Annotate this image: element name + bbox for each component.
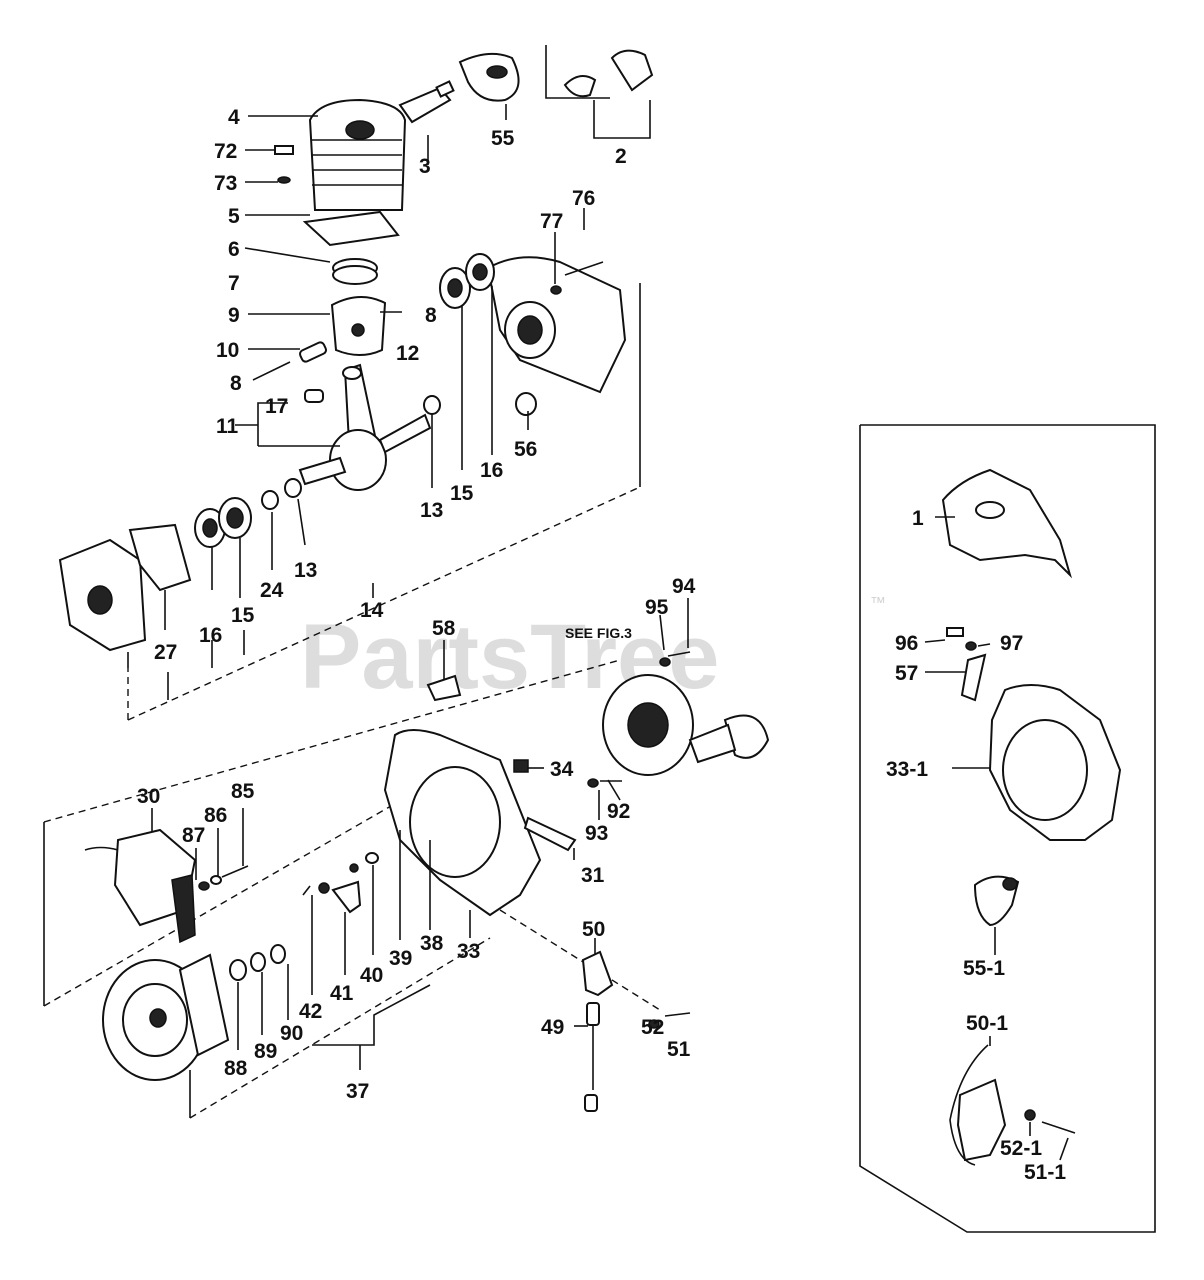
label-13a: 13 bbox=[420, 499, 443, 522]
label-51-1: 51-1 bbox=[1024, 1161, 1066, 1184]
label-40: 40 bbox=[360, 964, 383, 987]
label-8a: 8 bbox=[425, 304, 437, 327]
starter-assembly bbox=[383, 651, 770, 917]
label-3: 3 bbox=[419, 155, 431, 178]
watermark-trademark: ™ bbox=[870, 595, 886, 612]
label-31: 31 bbox=[581, 864, 605, 887]
label-90: 90 bbox=[280, 1022, 303, 1045]
label-87: 87 bbox=[182, 824, 205, 847]
ignition-assembly bbox=[84, 828, 691, 1112]
label-17: 17 bbox=[265, 395, 288, 418]
label-16b: 16 bbox=[199, 624, 222, 647]
label-50-1: 50-1 bbox=[966, 1012, 1008, 1035]
label-94: 94 bbox=[672, 575, 696, 598]
label-51: 51 bbox=[667, 1038, 691, 1061]
label-15a: 15 bbox=[450, 482, 474, 505]
label-55-1: 55-1 bbox=[963, 957, 1005, 980]
label-33-1: 33-1 bbox=[886, 758, 928, 781]
label-93: 93 bbox=[585, 822, 608, 845]
label-16a: 16 bbox=[480, 459, 503, 482]
label-76: 76 bbox=[572, 187, 595, 210]
crankshaft-assembly bbox=[58, 253, 627, 652]
label-86: 86 bbox=[204, 804, 227, 827]
label-2: 2 bbox=[615, 145, 627, 168]
label-56: 56 bbox=[514, 438, 537, 461]
label-85: 85 bbox=[231, 780, 255, 803]
label-33: 33 bbox=[457, 940, 480, 963]
part-labels: 4 72 73 5 6 7 9 8 10 8 12 17 11 3 55 2 7… bbox=[137, 106, 1066, 1184]
label-4: 4 bbox=[228, 106, 240, 129]
label-8b: 8 bbox=[230, 372, 242, 395]
label-72: 72 bbox=[214, 140, 237, 163]
label-42: 42 bbox=[299, 1000, 322, 1023]
label-41: 41 bbox=[330, 982, 354, 1005]
group-frame-lines bbox=[43, 45, 1156, 1233]
label-12: 12 bbox=[396, 342, 419, 365]
label-13b: 13 bbox=[294, 559, 317, 582]
inset-parts bbox=[941, 468, 1122, 1166]
label-52: 52 bbox=[641, 1016, 664, 1039]
label-5: 5 bbox=[228, 205, 240, 228]
leader-lines bbox=[151, 104, 1069, 1161]
label-49: 49 bbox=[541, 1016, 564, 1039]
label-92: 92 bbox=[607, 800, 630, 823]
label-11: 11 bbox=[216, 415, 239, 438]
label-10: 10 bbox=[216, 339, 239, 362]
label-89: 89 bbox=[254, 1040, 277, 1063]
label-50: 50 bbox=[582, 918, 605, 941]
label-37: 37 bbox=[346, 1080, 369, 1103]
see-fig-note: SEE FIG.3 bbox=[565, 625, 632, 641]
label-9: 9 bbox=[228, 304, 240, 327]
label-34: 34 bbox=[550, 758, 574, 781]
label-77: 77 bbox=[540, 210, 563, 233]
label-15b: 15 bbox=[231, 604, 255, 627]
label-7: 7 bbox=[228, 272, 240, 295]
label-30: 30 bbox=[137, 785, 160, 808]
label-24: 24 bbox=[260, 579, 284, 602]
label-55: 55 bbox=[491, 127, 515, 150]
label-57: 57 bbox=[895, 662, 918, 685]
label-6: 6 bbox=[228, 238, 240, 261]
label-39: 39 bbox=[389, 947, 412, 970]
label-95: 95 bbox=[645, 596, 669, 619]
label-52-1: 52-1 bbox=[1000, 1137, 1042, 1160]
label-73: 73 bbox=[214, 172, 237, 195]
label-58: 58 bbox=[432, 617, 456, 640]
cylinder-assembly bbox=[274, 49, 654, 363]
label-88: 88 bbox=[224, 1057, 248, 1080]
label-14: 14 bbox=[360, 599, 384, 622]
label-27: 27 bbox=[154, 641, 177, 664]
label-38: 38 bbox=[420, 932, 444, 955]
label-96: 96 bbox=[895, 632, 918, 655]
label-97: 97 bbox=[1000, 632, 1023, 655]
label-1: 1 bbox=[912, 507, 924, 530]
